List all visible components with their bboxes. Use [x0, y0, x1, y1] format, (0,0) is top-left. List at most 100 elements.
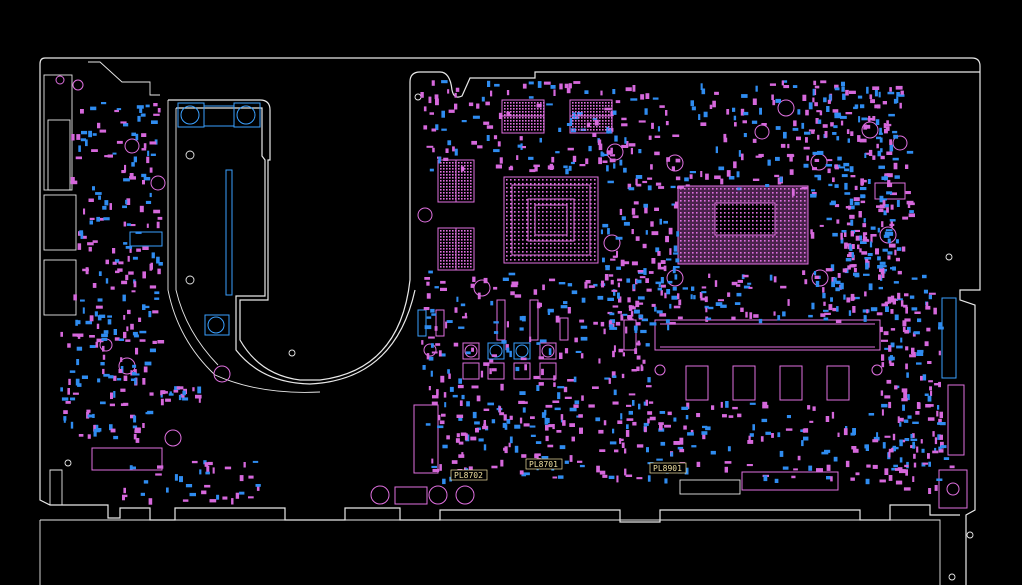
bga-ball: [530, 231, 532, 233]
bga-ball: [470, 233, 472, 235]
smd-pad: [574, 337, 578, 343]
smd-pad: [617, 292, 620, 299]
smd-pad: [906, 150, 914, 154]
bga-ball: [542, 191, 544, 193]
bga-ball: [736, 256, 738, 258]
smd-pad: [769, 274, 773, 281]
refdes-pl8901[interactable]: PL8901: [653, 464, 682, 473]
bga-ball: [504, 120, 506, 122]
bga-ball: [768, 256, 770, 258]
bga-ball: [608, 108, 610, 110]
bga-ball: [696, 244, 698, 246]
bga-ball: [522, 123, 524, 125]
refdes-pl8701[interactable]: PL8701: [529, 460, 558, 469]
smd-pad: [635, 300, 640, 308]
bga-ball: [708, 192, 710, 194]
smd-pad: [93, 428, 101, 433]
smd-pad: [669, 303, 672, 309]
smd-pad: [142, 423, 145, 428]
smd-pad: [782, 80, 788, 83]
smd-pad: [483, 420, 486, 425]
smd-pad: [521, 454, 527, 458]
smd-pad: [655, 247, 660, 253]
smd-pad: [147, 150, 150, 157]
bga-ball: [716, 236, 718, 238]
bga-ball: [792, 260, 794, 262]
bga-ball: [594, 247, 596, 249]
smd-pad: [72, 392, 79, 395]
smd-pad: [904, 318, 911, 322]
smd-pad: [832, 307, 839, 312]
smd-pad: [876, 136, 882, 140]
smd-pad: [883, 123, 886, 129]
bga-ball: [724, 224, 726, 226]
smd-pad: [452, 146, 455, 152]
smd-pad: [890, 295, 895, 303]
bga-ball: [724, 208, 726, 210]
smd-pad: [75, 319, 78, 326]
bga-ball: [700, 240, 702, 242]
smd-pad: [155, 473, 162, 476]
bga-ball: [574, 199, 576, 201]
bga-ball: [696, 232, 698, 234]
smd-pad: [656, 310, 663, 314]
bga-ball: [514, 227, 516, 229]
smd-pad: [501, 340, 507, 344]
bga-ball: [716, 200, 718, 202]
bga-ball: [582, 219, 584, 221]
bga-ball: [796, 220, 798, 222]
bga-ball: [578, 120, 580, 122]
smd-pad: [636, 444, 644, 448]
smd-pad: [731, 316, 736, 320]
bga-ball: [602, 114, 604, 116]
bga-ball: [744, 244, 746, 246]
bga-ball: [756, 240, 758, 242]
bga-ball: [724, 192, 726, 194]
bga-ball: [554, 199, 556, 201]
smd-pad: [434, 326, 438, 331]
smd-pad: [657, 262, 661, 270]
bga-ball: [792, 224, 794, 226]
smd-pad: [860, 104, 865, 109]
smd-pad: [149, 348, 156, 353]
bga-ball: [526, 215, 528, 217]
bga-ball: [760, 212, 762, 214]
bga-ball: [566, 211, 568, 213]
bga-ball: [780, 252, 782, 254]
bga-ball: [546, 219, 548, 221]
smd-pad: [881, 362, 885, 368]
bga-ball: [804, 248, 806, 250]
bga-ball: [570, 235, 572, 237]
smd-pad: [648, 135, 652, 140]
bga-ball: [522, 219, 524, 221]
smd-pad: [631, 369, 637, 372]
bga-ball: [596, 129, 598, 131]
bga-ball: [522, 102, 524, 104]
bga-ball: [768, 248, 770, 250]
smd-pad: [660, 266, 666, 270]
smd-pad: [580, 325, 588, 329]
smd-pad: [655, 182, 662, 186]
smd-pad: [775, 156, 780, 161]
bga-ball: [740, 224, 742, 226]
bga-ball: [760, 248, 762, 250]
bga-ball: [531, 111, 533, 113]
bga-ball: [518, 243, 520, 245]
smd-pad: [924, 393, 929, 396]
smd-pad: [82, 307, 85, 314]
bga-ball: [582, 235, 584, 237]
smd-pad: [845, 460, 850, 468]
bga-ball: [566, 183, 568, 185]
bga-ball: [772, 200, 774, 202]
refdes-pl8702[interactable]: PL8702: [454, 471, 483, 480]
bga-ball: [522, 199, 524, 201]
bga-ball: [704, 252, 706, 254]
bga-ball: [458, 165, 460, 167]
smd-pad: [920, 375, 923, 381]
smd-pad: [922, 274, 927, 279]
bga-ball: [740, 204, 742, 206]
bga-ball: [470, 186, 472, 188]
bga-ball: [752, 224, 754, 226]
smd-pad: [888, 113, 895, 117]
